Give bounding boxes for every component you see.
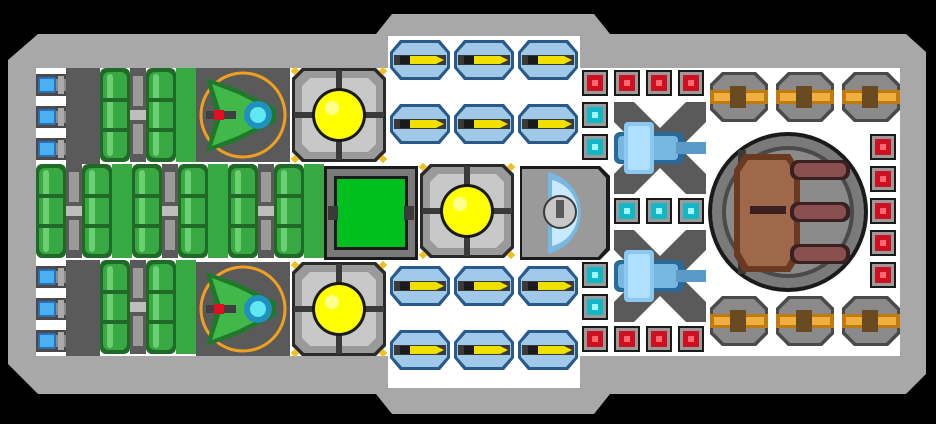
cannon-row-top	[710, 72, 900, 122]
yellow-reactor-icon	[290, 260, 388, 358]
yellow-missile-icon	[518, 266, 578, 306]
thruster-bank-bottom	[36, 266, 66, 352]
yellow-missile-icon	[390, 40, 450, 80]
blue-gyro-icon	[520, 166, 610, 260]
cyan-armor-icon	[614, 198, 640, 224]
green-tank-icon	[146, 68, 176, 162]
red-armor-icon	[870, 166, 896, 192]
green-tank-icon	[36, 164, 66, 258]
orange-cannon-icon	[776, 72, 834, 122]
fuel-tanks-bottom	[100, 260, 196, 354]
yellow-missile-icon	[518, 104, 578, 144]
green-tank-icon	[82, 164, 112, 258]
blue-thruster-icon	[36, 266, 66, 288]
yellow-missile-icon	[518, 40, 578, 80]
yellow-missile-icon	[390, 104, 450, 144]
blue-thruster-icon	[36, 330, 66, 352]
red-armor-icon	[678, 70, 704, 96]
red-armor-icon	[870, 198, 896, 224]
blue-thruster-icon	[36, 138, 66, 160]
yellow-reactor-icon	[290, 66, 388, 164]
thruster-bank-top	[36, 74, 66, 160]
red-armor-icon	[582, 326, 608, 352]
red-armor-icon	[646, 70, 672, 96]
green-cockpit-icon	[194, 260, 292, 358]
cyan-armor-icon	[582, 134, 608, 160]
fuel-tanks-mid	[36, 164, 324, 258]
red-armor-column-right	[870, 134, 896, 288]
red-armor-icon	[870, 230, 896, 256]
orange-cannon-icon	[776, 296, 834, 346]
red-armor-icon	[614, 70, 640, 96]
cyan-armor-icon	[582, 262, 608, 288]
orange-cannon-icon	[842, 296, 900, 346]
red-armor-icon	[678, 326, 704, 352]
orange-cannon-icon	[710, 296, 768, 346]
yellow-missile-icon	[454, 330, 514, 370]
green-tank-icon	[146, 260, 176, 354]
green-shield-icon	[324, 166, 418, 260]
yellow-reactor-icon	[418, 162, 516, 260]
blue-thruster-icon	[36, 74, 66, 96]
cyan-armor-icon	[646, 198, 672, 224]
cyan-armor-icon	[582, 294, 608, 320]
yellow-missile-icon	[454, 104, 514, 144]
green-tank-icon	[228, 164, 258, 258]
green-tank-icon	[132, 164, 162, 258]
red-armor-icon	[614, 326, 640, 352]
green-tank-icon	[178, 164, 208, 258]
cyan-armor-icon	[582, 102, 608, 128]
yellow-missile-icon	[518, 330, 578, 370]
green-tank-icon	[100, 68, 130, 162]
fuel-tanks-top	[100, 68, 196, 162]
orange-cannon-icon	[710, 72, 768, 122]
red-armor-icon	[646, 326, 672, 352]
red-armor-icon	[870, 262, 896, 288]
red-armor-icon	[870, 134, 896, 160]
yellow-missile-icon	[454, 266, 514, 306]
orange-cannon-icon	[842, 72, 900, 122]
green-tank-icon	[100, 260, 130, 354]
green-tank-icon	[274, 164, 304, 258]
yellow-missile-icon	[454, 40, 514, 80]
brown-turret-icon	[708, 132, 868, 292]
red-armor-icon	[582, 70, 608, 96]
green-cockpit-icon	[194, 66, 292, 164]
yellow-missile-icon	[390, 330, 450, 370]
cannon-row-bottom	[710, 296, 900, 346]
yellow-missile-icon	[390, 266, 450, 306]
blue-thruster-icon	[36, 106, 66, 128]
blue-thruster-icon	[36, 298, 66, 320]
cyan-armor-icon	[678, 198, 704, 224]
